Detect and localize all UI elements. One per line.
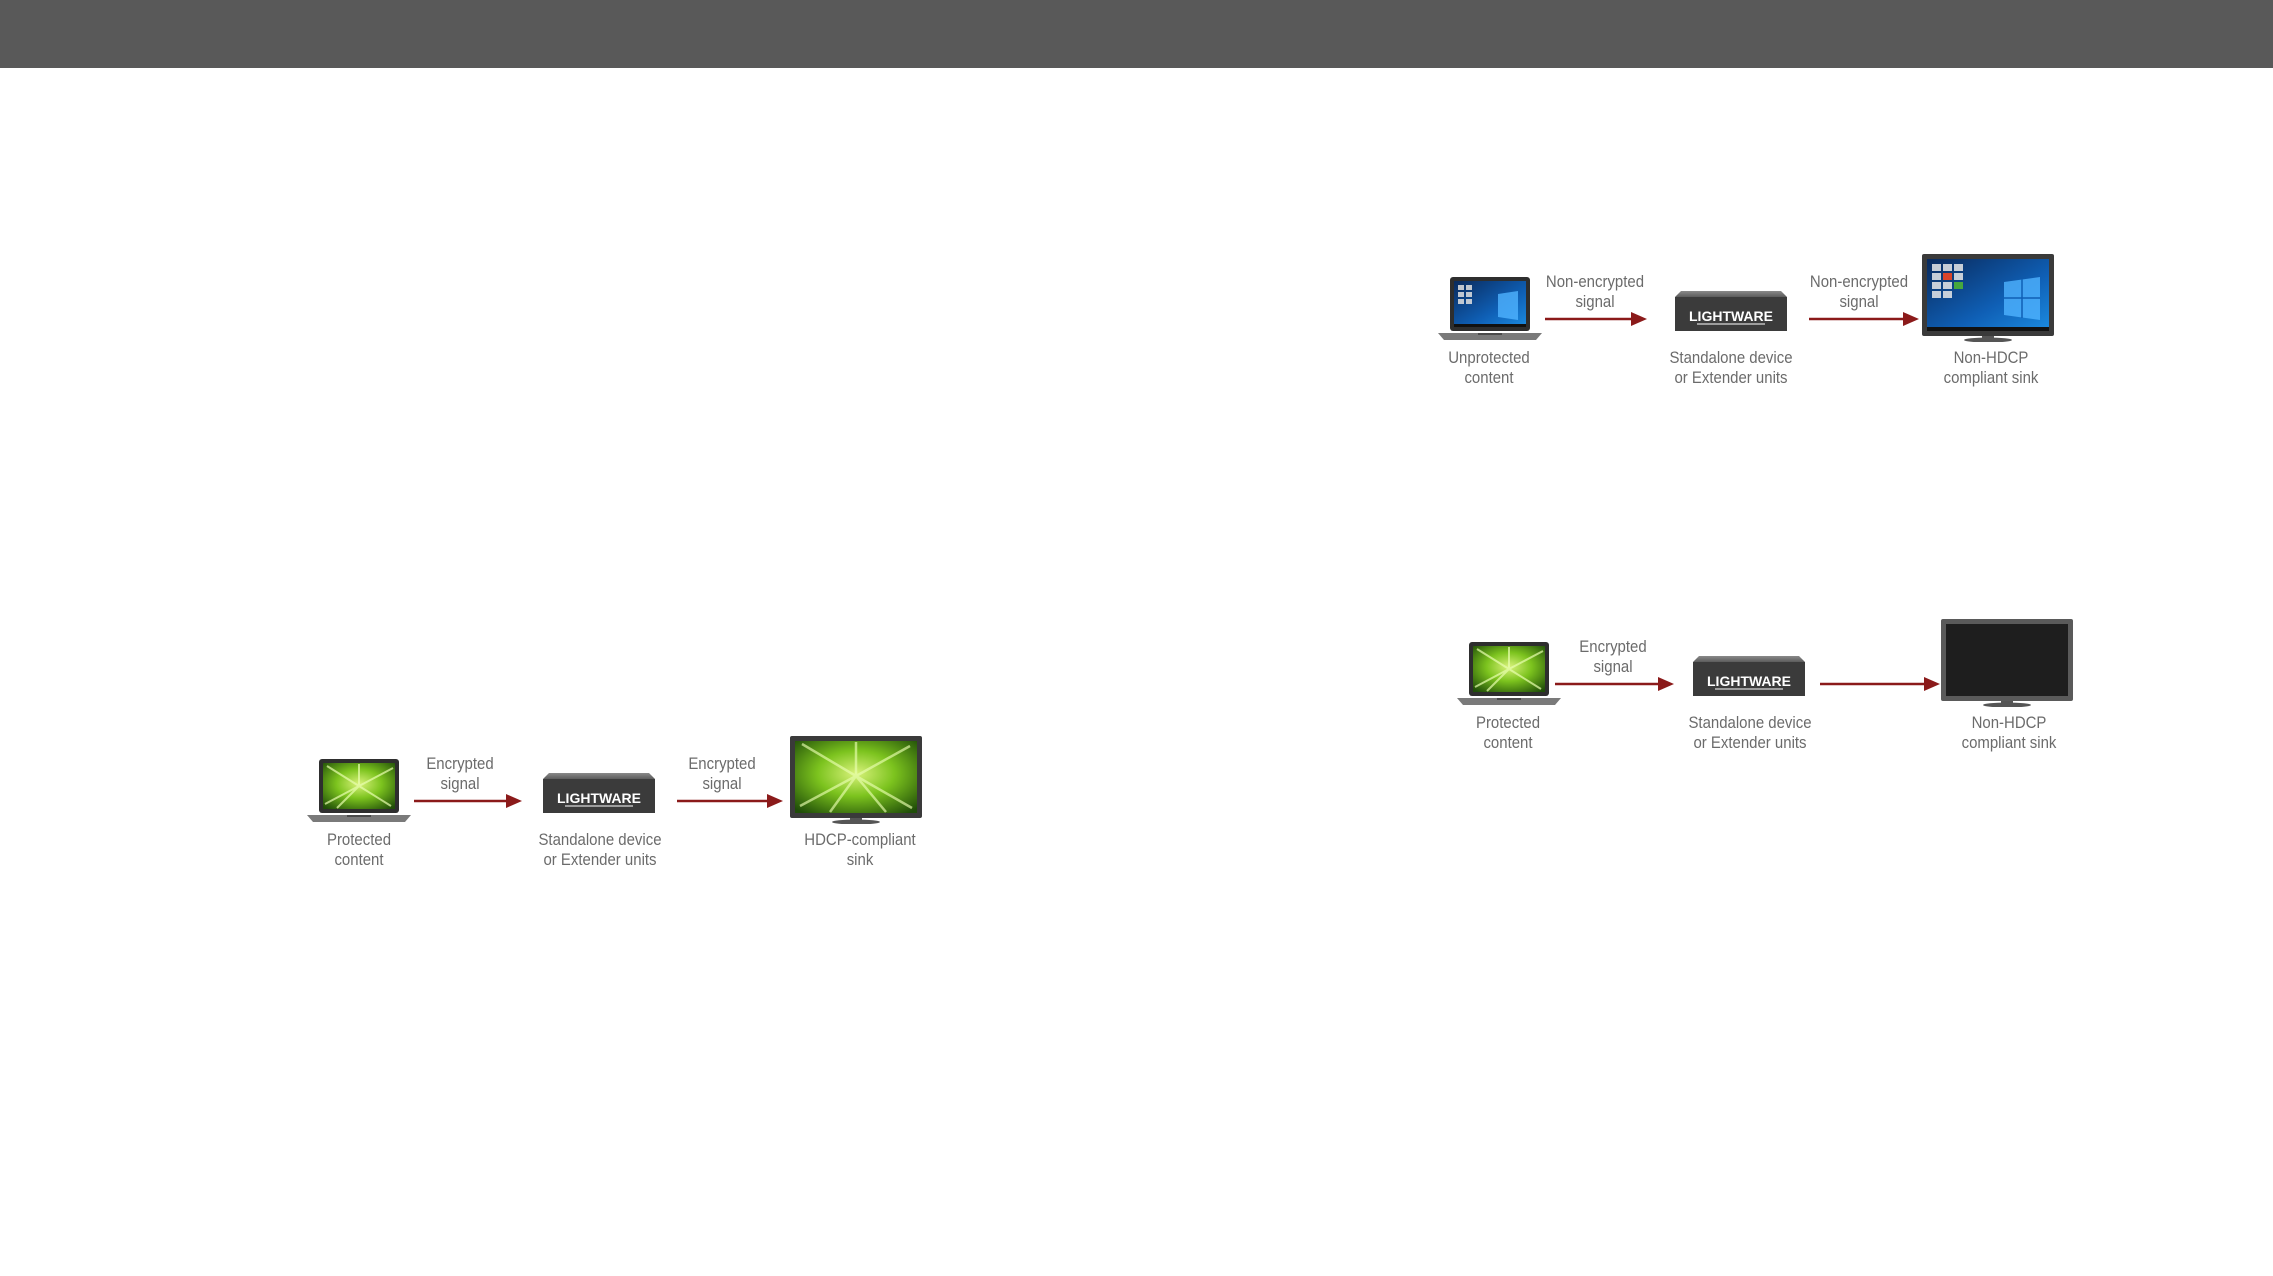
source-label-line1: Unprotected [1448,348,1530,367]
laptop-icon [1438,276,1542,347]
monitor-icon [1941,619,2073,712]
header-bar [0,0,2273,68]
sink-label-line1: HDCP-compliant [804,830,916,849]
sink-label-line1: Non-HDCP [1971,713,2047,732]
arrow1-label-line1: Encrypted [426,754,494,773]
monitor-icon [1922,254,2054,347]
lightware-device-icon: LIGHTWARE [1693,656,1805,701]
arrow1-label-line2: signal [1575,292,1615,311]
laptop-icon [307,758,411,829]
device-brand-text: LIGHTWARE [1707,673,1791,689]
device-label-line1: Standalone device [1669,348,1793,367]
sink-label-line2: sink [846,850,874,869]
lightware-device-icon: LIGHTWARE [543,773,655,818]
arrow2-label-line1: Encrypted [688,754,756,773]
source-label-line2: content [1483,733,1533,752]
arrow-right-icon [1555,676,1674,692]
arrow-right-icon [414,793,522,809]
device-brand-text: LIGHTWARE [1689,308,1773,324]
device-label-line2: or Extender units [1674,368,1788,387]
device-brand-text: LIGHTWARE [557,790,641,806]
laptop-icon [1457,641,1561,712]
arrow2-label-line1: Non-encrypted [1809,272,1909,291]
arrow-right-icon [1820,676,1940,692]
source-label-line2: content [1464,368,1514,387]
source-label-line1: Protected [1475,713,1541,732]
sink-label-line2: compliant sink [1943,368,2039,387]
arrow1-label-line1: Encrypted [1579,637,1647,656]
arrow2-label-line2: signal [1839,292,1879,311]
lightware-device-icon: LIGHTWARE [1675,291,1787,336]
device-label-line1: Standalone device [1688,713,1812,732]
arrow1-label-line2: signal [440,774,480,793]
device-label-line2: or Extender units [543,850,657,869]
arrow2-label-line2: signal [702,774,742,793]
device-label-line1: Standalone device [538,830,662,849]
sink-label-line1: Non-HDCP [1953,348,2029,367]
arrow1-label-line2: signal [1593,657,1633,676]
source-label-line2: content [334,850,384,869]
arrow-right-icon [1545,311,1647,327]
arrow1-label-line1: Non-encrypted [1545,272,1645,291]
sink-label-line2: compliant sink [1961,733,2057,752]
device-label-line2: or Extender units [1693,733,1807,752]
source-label-line1: Protected [326,830,392,849]
arrow-right-icon [677,793,783,809]
arrow-right-icon [1809,311,1919,327]
monitor-icon [790,736,922,829]
